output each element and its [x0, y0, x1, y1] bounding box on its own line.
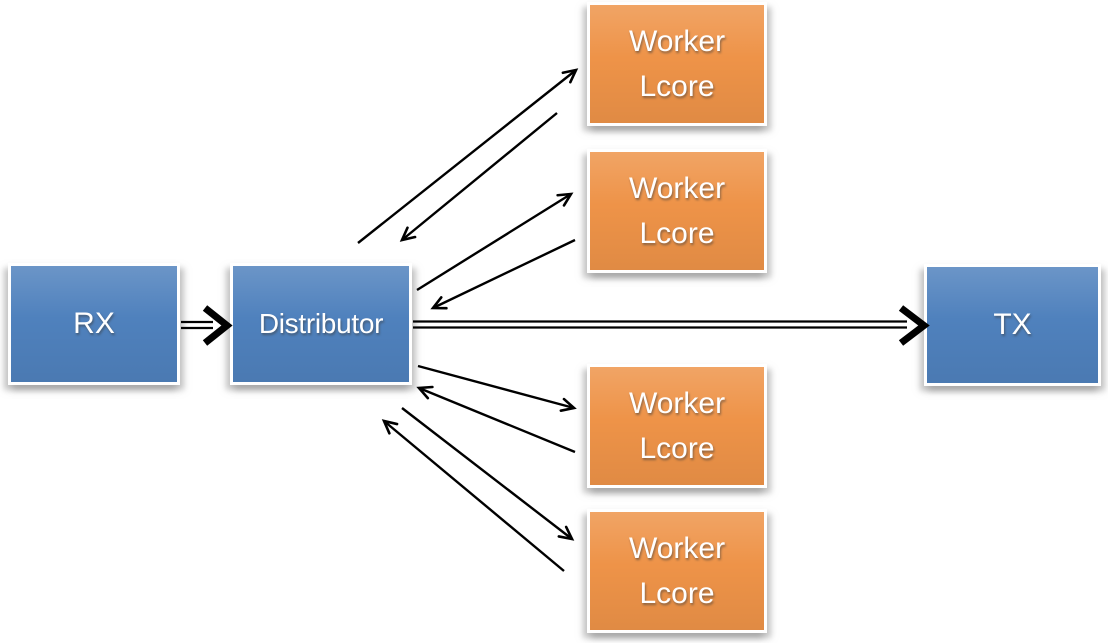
edge-worker-2-to-distributor-arrow	[430, 238, 576, 310]
edge-worker-4-to-distributor-arrow	[381, 419, 565, 572]
tx-label: TX	[993, 308, 1032, 341]
worker-lcore-label-2: Worker Lcore	[628, 172, 726, 250]
distributor-label: Distributor	[258, 308, 384, 339]
worker-lcore-node-2: Worker Lcore	[587, 149, 767, 273]
edge-distributor-to-worker-1-arrow	[357, 68, 579, 244]
edge-rx-to-distributor-arrow	[181, 305, 233, 346]
worker-lcore-node-3: Worker Lcore	[587, 364, 767, 488]
worker-lcore-label-1: Worker Lcore	[628, 25, 726, 103]
edge-distributor-to-tx-arrow	[413, 305, 930, 346]
edge-distributor-to-worker-3-arrow	[417, 364, 577, 412]
tx-node: TX	[924, 264, 1101, 386]
edge-worker-3-to-distributor-arrow	[416, 385, 576, 454]
edge-worker-1-to-distributor-arrow	[399, 112, 558, 242]
worker-lcore-label-4: Worker Lcore	[628, 532, 726, 610]
rx-node: RX	[8, 263, 180, 385]
worker-lcore-label-3: Worker Lcore	[628, 387, 726, 465]
worker-lcore-node-1: Worker Lcore	[587, 2, 767, 126]
distributor-node: Distributor	[230, 263, 412, 385]
worker-lcore-node-4: Worker Lcore	[587, 509, 767, 633]
rx-label: RX	[73, 307, 115, 340]
edge-distributor-to-worker-4-arrow	[401, 407, 575, 541]
edge-distributor-to-worker-2-arrow	[416, 192, 574, 292]
